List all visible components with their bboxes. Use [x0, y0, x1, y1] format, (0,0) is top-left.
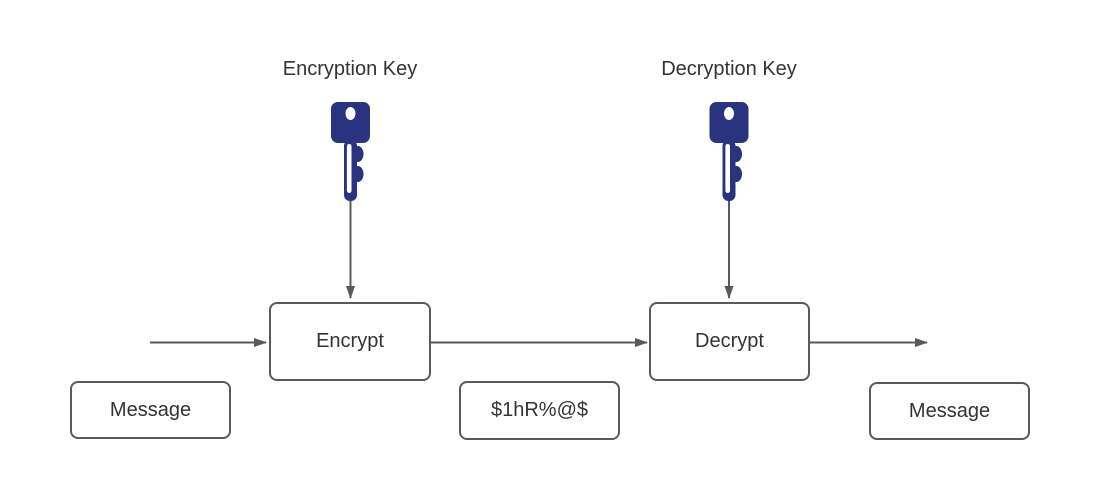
message-input-box: Message — [70, 381, 231, 439]
decrypt-box: Decrypt — [649, 302, 810, 381]
message-output-box: Message — [869, 382, 1030, 440]
ciphertext-box: $1hR%@$ — [459, 381, 620, 440]
decryption-key-label: Decryption Key — [661, 58, 797, 80]
arrows-group — [150, 201, 928, 347]
encryption-key-icon — [331, 102, 370, 201]
decryption-key-icon — [709, 102, 749, 201]
encrypt-box: Encrypt — [269, 302, 431, 381]
encryption-key-label: Encryption Key — [282, 58, 418, 80]
